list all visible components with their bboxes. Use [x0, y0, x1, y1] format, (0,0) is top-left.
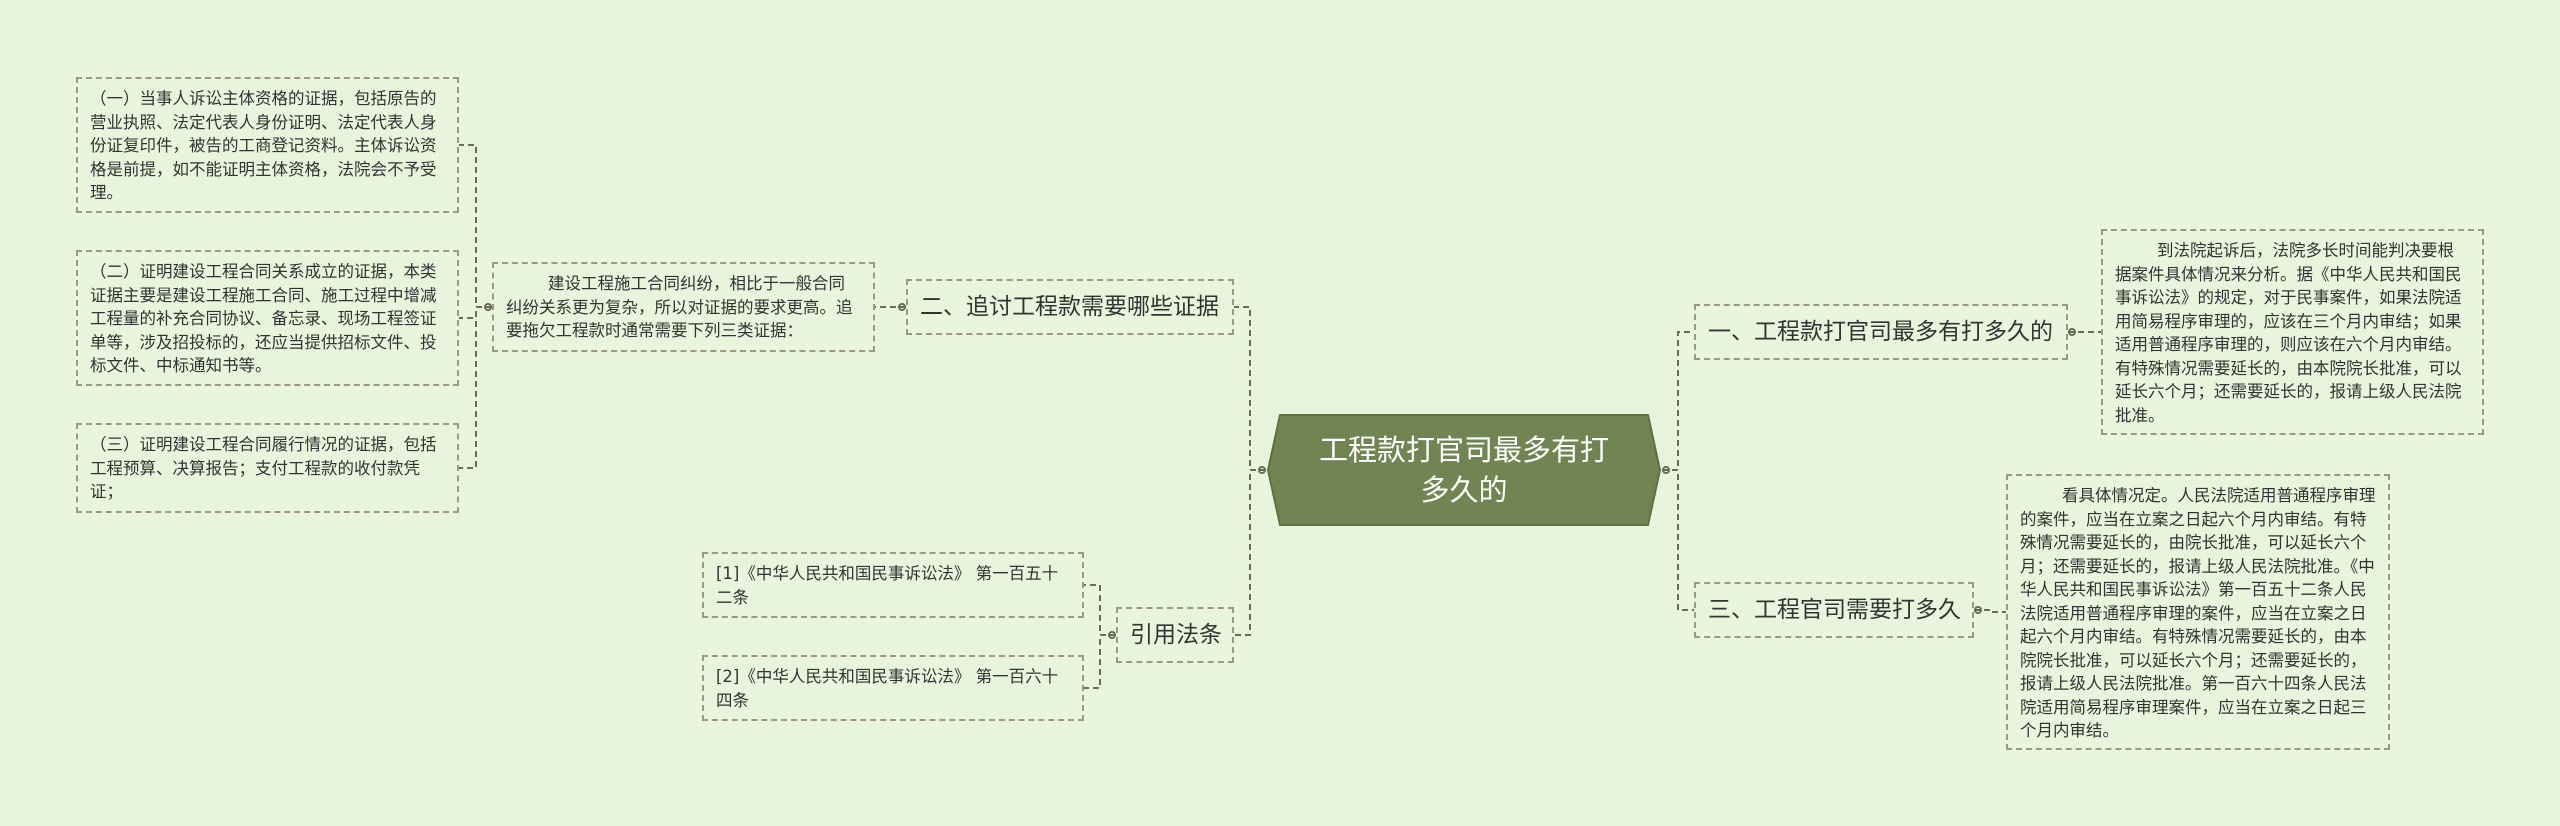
law-reference-152: [1]《中华人民共和国民事诉讼法》 第一百五十二条	[702, 552, 1084, 618]
evidence-item-party-qualification: （一）当事人诉讼主体资格的证据，包括原告的营业执照、法定代表人身份证明、法定代表…	[76, 77, 459, 213]
branch-cited-laws[interactable]: 引用法条	[1116, 607, 1234, 663]
edge-root-left	[1234, 469, 1266, 636]
branch-max-duration[interactable]: 一、工程款打官司最多有打多久的	[1694, 304, 2068, 360]
max-duration-detail: 到法院起诉后，法院多长时间能判决要根据案件具体情况来分析。据《中华人民共和国民事…	[2101, 229, 2484, 435]
branch-evidence-required[interactable]: 二、追讨工程款需要哪些证据	[906, 279, 1234, 335]
law-reference-164: [2]《中华人民共和国民事诉讼法》 第一百六十四条	[702, 655, 1084, 721]
evidence-item-contract-performance: （三）证明建设工程合同履行情况的证据，包括工程预算、决算报告；支付工程款的收付款…	[76, 423, 459, 513]
edge-laws-items	[1084, 584, 1116, 636]
evidence-item-contract-relation: （二）证明建设工程合同关系成立的证据，本类证据主要是建设工程施工合同、施工过程中…	[76, 250, 459, 386]
edge-laws-items	[1084, 634, 1116, 689]
edge-intro-items-knob	[484, 303, 492, 311]
edge-evidence-intro-knob	[898, 303, 906, 311]
how-long-detail: 看具体情况定。人民法院适用普通程序审理的案件，应当在立案之日起六个月内审结。有特…	[2006, 474, 2390, 750]
root-title: 工程款打官司最多有打多久的	[1318, 433, 1609, 507]
edge-root-right	[1662, 469, 1694, 611]
edge-howlong-detail	[1974, 609, 2006, 613]
edge-root-left-knob	[1258, 466, 1266, 474]
edge-root-right	[1662, 331, 1694, 471]
edge-root-right-knob	[1662, 466, 1670, 474]
edge-intro-items	[459, 144, 492, 308]
evidence-intro-text: 建设工程施工合同纠纷，相比于一般合同纠纷关系更为复杂，所以对证据的要求更高。追要…	[492, 262, 875, 352]
edge-laws-items-knob	[1108, 631, 1116, 639]
edge-root-left	[1234, 306, 1266, 471]
edge-maxduration-detail-knob	[2068, 328, 2076, 336]
branch-how-long[interactable]: 三、工程官司需要打多久	[1694, 582, 1974, 638]
edge-howlong-detail-knob	[1974, 606, 1982, 614]
edge-intro-items	[459, 306, 492, 469]
root-topic[interactable]: 工程款打官司最多有打多久的	[1266, 413, 1662, 527]
root-hexagon-shape	[1266, 414, 1662, 526]
